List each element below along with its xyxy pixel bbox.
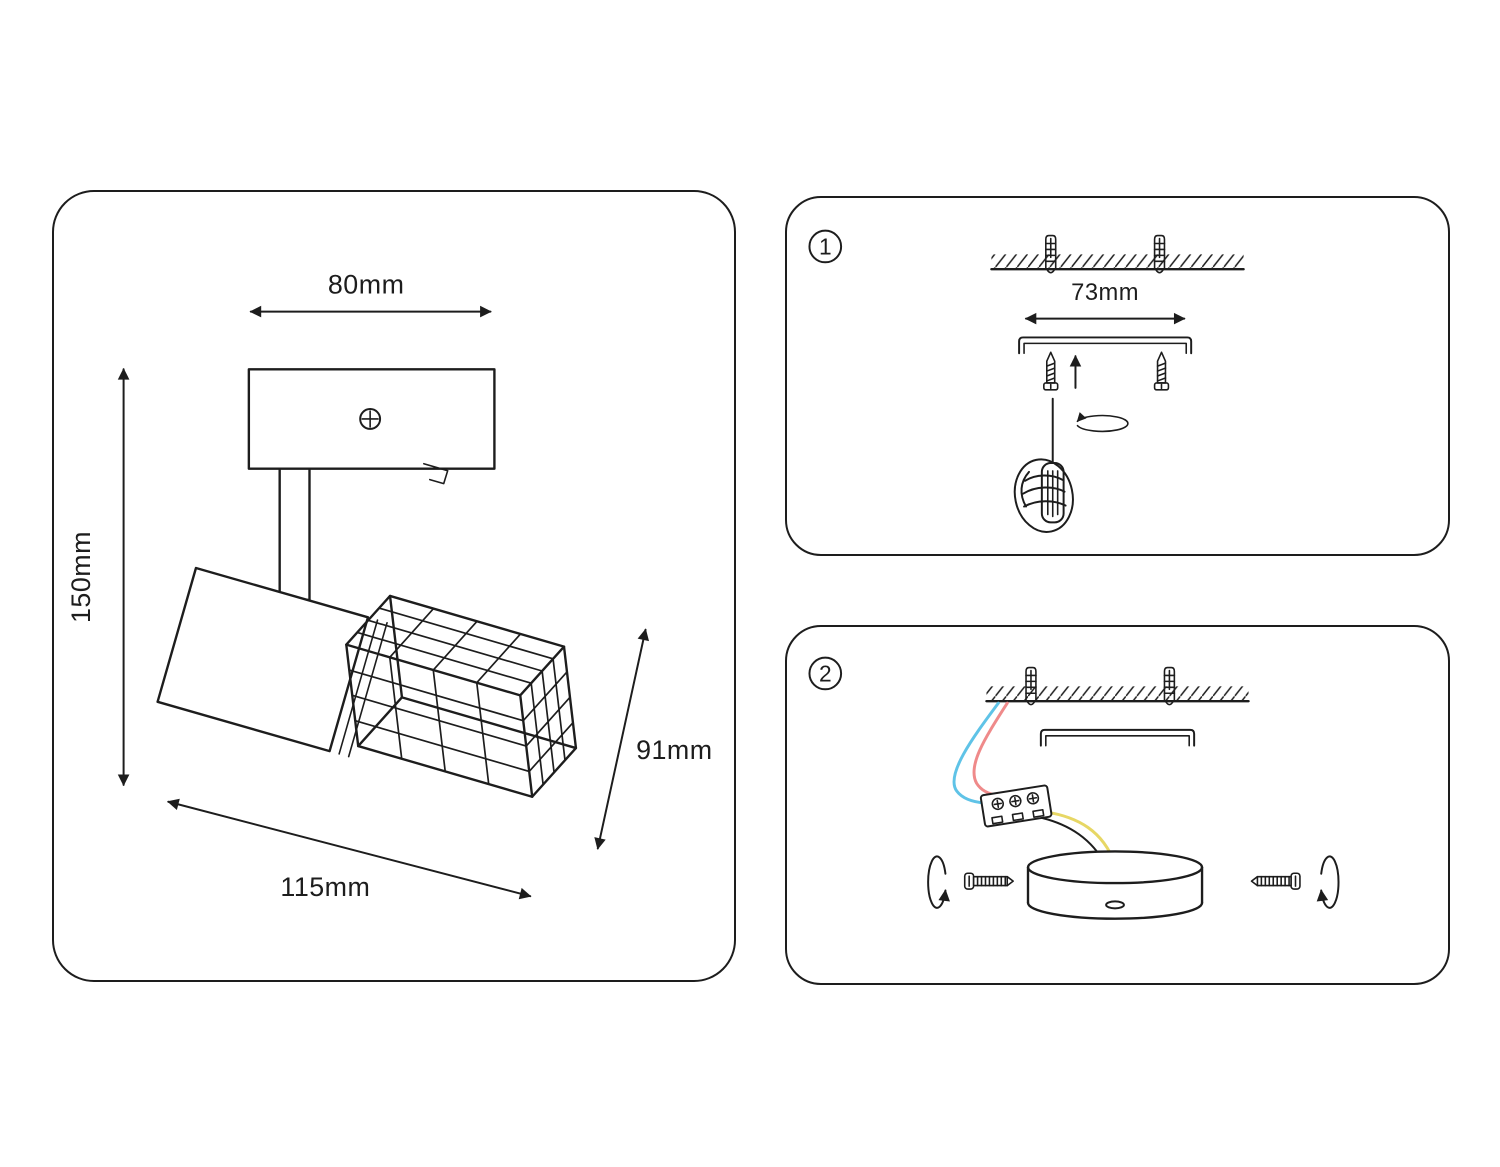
dim-80mm-label: 80mm [328, 270, 405, 300]
rotate-arrow-icon [927, 855, 950, 909]
side-screw-icon [963, 872, 1014, 890]
dimension-shade: 91mm [594, 628, 713, 850]
dimension-hole-spacing: 73mm [1024, 280, 1186, 325]
ceiling-hatch [991, 254, 1244, 270]
terminal-block [979, 784, 1053, 828]
mounting-box [247, 368, 496, 485]
hand-icon [1013, 458, 1074, 533]
lamp-stem [278, 467, 311, 602]
step-1-drawing: 1 [808, 229, 1245, 533]
panel-step-2: 2 [785, 625, 1450, 985]
rotate-arrow-icon [1316, 855, 1340, 909]
wire-cage-shade [345, 594, 578, 798]
ceiling [990, 234, 1245, 274]
mounting-bracket [1018, 336, 1193, 355]
dim-150mm-label: 150mm [66, 531, 96, 623]
mounting-bracket [1039, 728, 1196, 747]
cage-frame [345, 594, 578, 798]
lamp-dimension-drawing: 80mm [66, 270, 713, 902]
dimension-height: 150mm [66, 367, 130, 787]
step-2-badge: 2 [808, 656, 843, 691]
lamp-canopy [1026, 850, 1204, 920]
cage-grid [348, 607, 574, 786]
dim-115mm-label: 115mm [280, 872, 370, 902]
dimension-top-width: 80mm [249, 270, 492, 318]
rotate-arrow-icon [1076, 412, 1129, 433]
dimension-base-length: 115mm [167, 798, 532, 902]
lamp-head [156, 566, 388, 758]
dim-91mm-arrow [594, 628, 649, 850]
screw-icon [1153, 351, 1170, 391]
dim-115mm-arrow [167, 798, 532, 900]
wire-red [972, 701, 1009, 797]
wall-plug-icon [1153, 234, 1166, 274]
mounting-clip-icon [423, 462, 449, 485]
wire-blue [952, 701, 1000, 805]
wall-plug-icon [1163, 666, 1176, 706]
ceiling [985, 666, 1250, 706]
wall-plug-icon [1025, 666, 1037, 706]
panel-step-1: 1 [785, 196, 1450, 556]
panel-dimensions: 80mm [52, 190, 736, 982]
wall-plug-icon [1045, 234, 1057, 274]
step-2-drawing: 2 [808, 656, 1340, 920]
step-1-number: 1 [819, 233, 832, 259]
screw-head-icon [359, 408, 382, 430]
side-screw-icon [1250, 872, 1301, 890]
supply-wires [952, 701, 1117, 867]
dim-73mm-label: 73mm [1071, 280, 1139, 306]
screwdriver-icon [1040, 397, 1129, 524]
screw-icon [1043, 351, 1059, 391]
ceiling-hatch [986, 686, 1249, 702]
dim-91mm-label: 91mm [636, 735, 713, 765]
canopy-hole [1105, 900, 1125, 910]
step-1-badge: 1 [808, 229, 843, 264]
step-2-number: 2 [819, 660, 832, 686]
